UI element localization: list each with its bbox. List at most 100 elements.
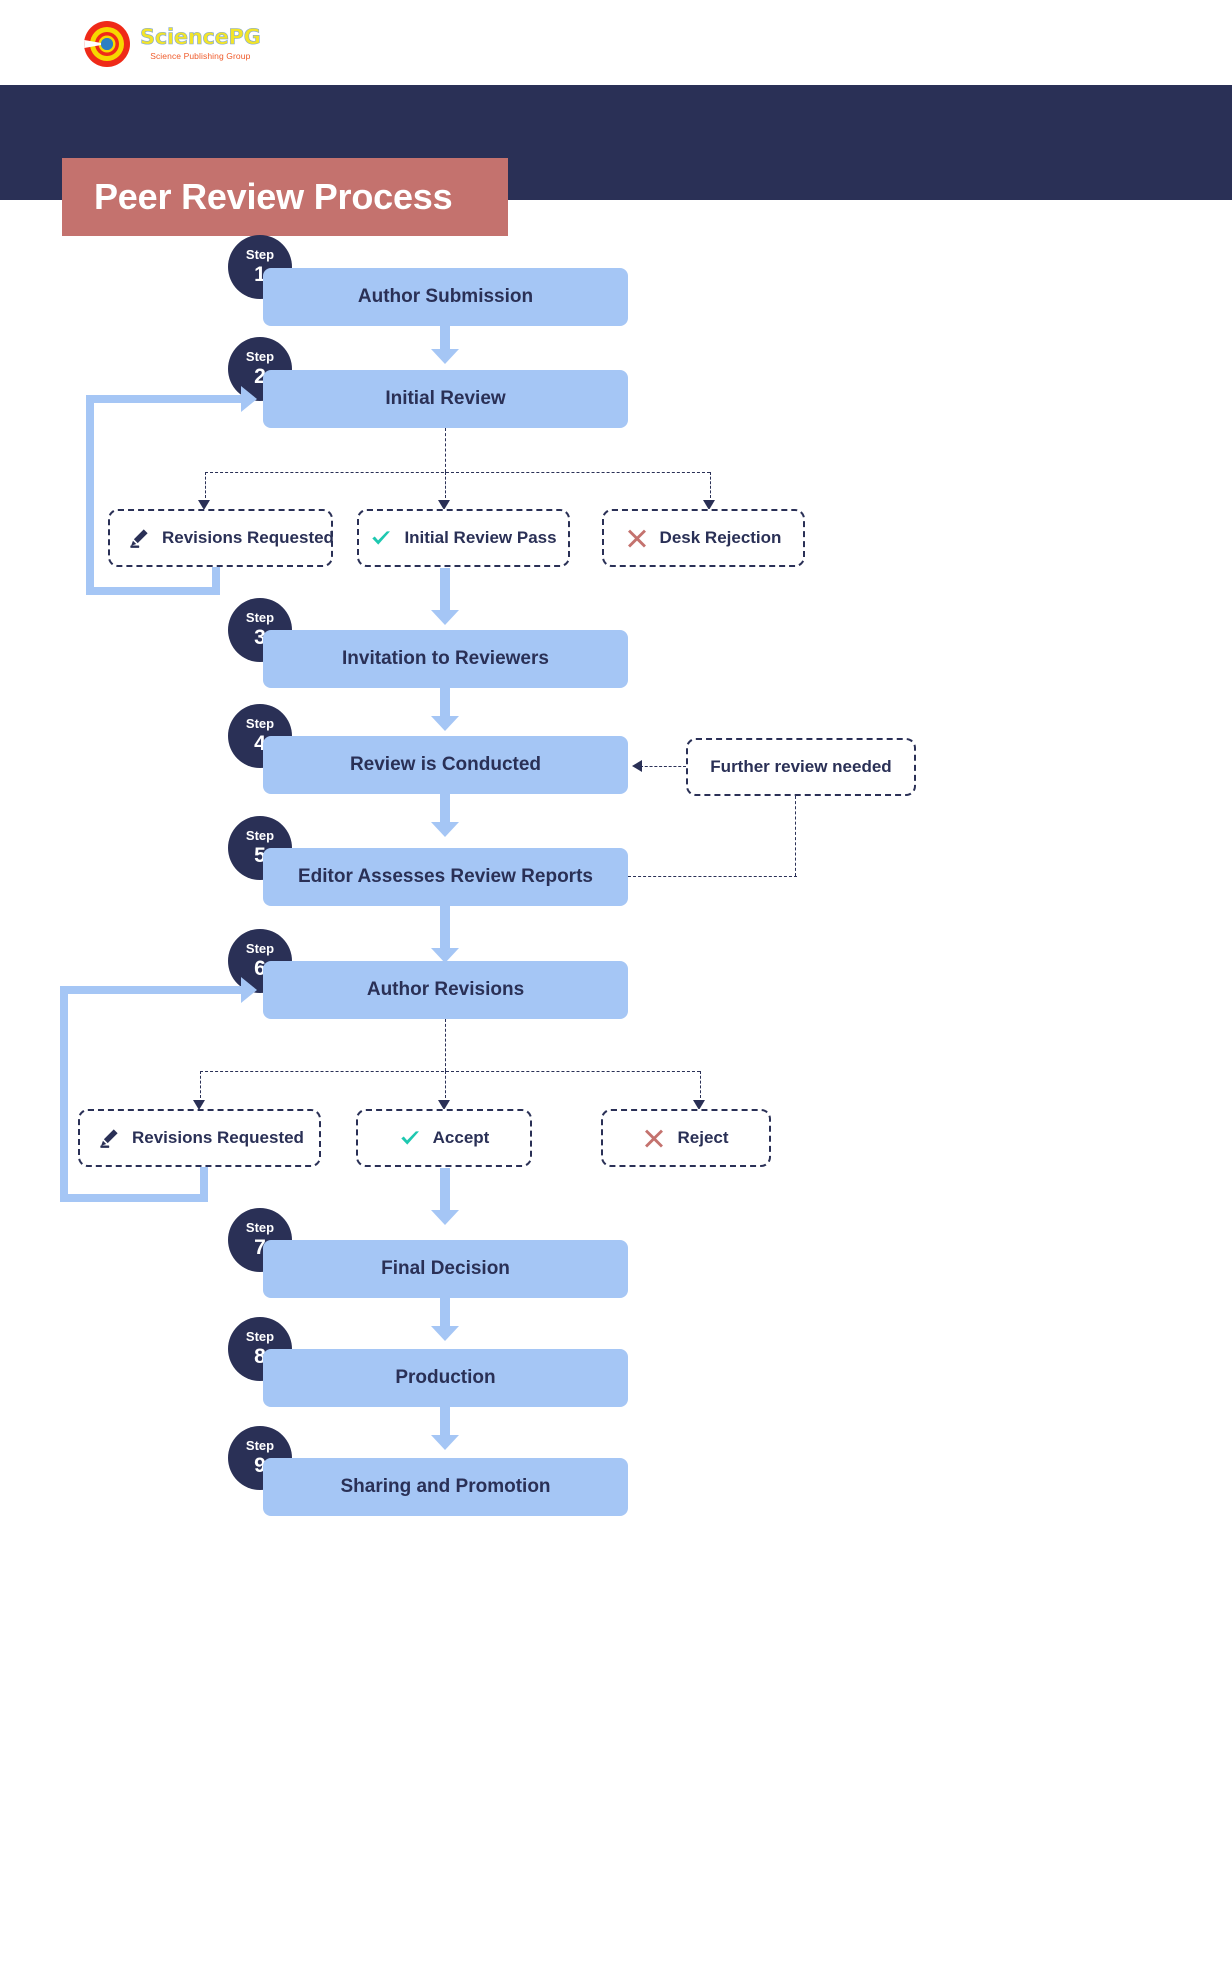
- feedback-loop-2-right: [60, 986, 241, 994]
- step-badge-number: 1: [254, 262, 266, 286]
- step-box-3[interactable]: Invitation to Reviewers: [263, 630, 628, 688]
- connector-4-5: [440, 794, 450, 822]
- step-box-9[interactable]: Sharing and Promotion: [263, 1458, 628, 1516]
- split-bar-2: [205, 472, 710, 473]
- split-bar-6: [200, 1071, 700, 1072]
- split-stem-2: [445, 428, 446, 472]
- note-feed-left: [628, 876, 797, 877]
- cross-icon: [627, 529, 646, 548]
- connector-8-9-arrowhead: [431, 1435, 459, 1450]
- outcome-revisions-requested-1[interactable]: Revisions Requested: [108, 509, 334, 567]
- step-badge-word: Step: [245, 941, 275, 957]
- note-arrowhead: [632, 760, 642, 772]
- outcome-revisions-requested-2[interactable]: Revisions Requested: [78, 1109, 321, 1167]
- step-box-7[interactable]: Final Decision: [263, 1240, 628, 1298]
- outcome-accept[interactable]: Accept: [356, 1109, 532, 1167]
- step-label-9: Sharing and Promotion: [340, 1476, 551, 1497]
- connector-6-7-arrowhead: [431, 1210, 459, 1225]
- step-badge-9: Step 9: [228, 1426, 292, 1490]
- split-drop-6a: [200, 1071, 201, 1098]
- check-icon: [372, 531, 391, 545]
- connector-1-2: [440, 326, 450, 349]
- logo-subtitle: Science Publishing Group: [150, 51, 251, 62]
- check-icon: [400, 1131, 419, 1145]
- note-label: Further review needed: [710, 757, 892, 776]
- outcome-label: Initial Review Pass: [404, 528, 557, 547]
- step-badge-number: 3: [254, 625, 266, 649]
- step-badge-word: Step: [245, 610, 275, 626]
- step-label-6: Author Revisions: [366, 979, 525, 1000]
- logo-title: SciencePG: [140, 25, 261, 50]
- step-label-1: Author Submission: [357, 286, 534, 307]
- step-label-5: Editor Assesses Review Reports: [298, 866, 593, 887]
- step-box-6[interactable]: Author Revisions: [263, 961, 628, 1019]
- step-badge-word: Step: [245, 1329, 275, 1345]
- feedback-loop-1-down: [212, 567, 220, 595]
- step-badge-number: 9: [254, 1453, 266, 1477]
- outcome-desk-rejection[interactable]: Desk Rejection: [602, 509, 805, 567]
- step-badge-word: Step: [245, 716, 275, 732]
- outcome-label: Accept: [432, 1128, 490, 1147]
- step-box-1[interactable]: Author Submission: [263, 268, 628, 326]
- split-stem-6: [445, 1019, 446, 1071]
- pencil-icon: [130, 529, 148, 548]
- connector-2-3-arrowhead: [431, 610, 459, 625]
- step-badge-number: 5: [254, 843, 266, 867]
- feedback-loop-1-arrowhead: [241, 386, 257, 412]
- step-box-2[interactable]: Initial Review: [263, 370, 628, 428]
- split-drop-2b: [445, 472, 446, 498]
- connector-2-3: [440, 568, 450, 610]
- step-badge-number: 8: [254, 1344, 266, 1368]
- connector-5-6: [440, 906, 450, 948]
- connector-3-4: [440, 688, 450, 716]
- feedback-loop-2-up: [60, 986, 68, 1202]
- outcome-label: Desk Rejection: [659, 528, 782, 547]
- split-drop-2c: [710, 472, 711, 498]
- outcome-initial-review-pass[interactable]: Initial Review Pass: [357, 509, 570, 567]
- sciencepg-logo: SciencePG Science Publishing Group: [83, 20, 261, 68]
- step-box-4[interactable]: Review is Conducted: [263, 736, 628, 794]
- connector-3-4-arrowhead: [431, 716, 459, 731]
- step-label-3: Invitation to Reviewers: [342, 648, 549, 669]
- step-badge-word: Step: [245, 247, 275, 263]
- step-badge-word: Step: [245, 828, 275, 844]
- step-badge-number: 2: [254, 364, 266, 388]
- outcome-label: Revisions Requested: [132, 1128, 304, 1147]
- outcome-reject[interactable]: Reject: [601, 1109, 771, 1167]
- pencil-icon: [100, 1129, 118, 1148]
- connector-7-8: [440, 1298, 450, 1326]
- sciencepg-target-logo-icon: [83, 20, 131, 68]
- step-label-8: Production: [395, 1367, 496, 1388]
- note-arrow-line: [640, 766, 686, 767]
- step-label-2: Initial Review: [385, 388, 506, 409]
- split-drop-2a: [205, 472, 206, 498]
- feedback-loop-1-up: [86, 395, 94, 595]
- connector-1-2-arrowhead: [431, 349, 459, 364]
- step-badge-number: 6: [254, 956, 266, 980]
- feedback-loop-1-right: [86, 395, 241, 403]
- outcome-label: Reject: [677, 1128, 729, 1147]
- split-drop-6c: [700, 1071, 701, 1098]
- step-badge-word: Step: [245, 1438, 275, 1454]
- step-badge-number: 4: [254, 731, 266, 755]
- step-label-7: Final Decision: [381, 1258, 510, 1279]
- logo-band: SciencePG Science Publishing Group: [0, 0, 1232, 85]
- feedback-loop-2-arrowhead: [241, 977, 257, 1003]
- split-drop-6b: [445, 1071, 446, 1098]
- feedback-loop-2-left: [60, 1194, 208, 1202]
- page-title: Peer Review Process: [94, 176, 453, 217]
- note-further-review-needed[interactable]: Further review needed: [686, 738, 916, 796]
- connector-8-9: [440, 1407, 450, 1435]
- step-badge-word: Step: [245, 349, 275, 365]
- step-box-8[interactable]: Production: [263, 1349, 628, 1407]
- step-box-5[interactable]: Editor Assesses Review Reports: [263, 848, 628, 906]
- connector-6-7: [440, 1168, 450, 1210]
- note-feed-down: [795, 796, 796, 876]
- feedback-loop-2-down: [200, 1167, 208, 1202]
- cross-icon: [645, 1129, 664, 1148]
- connector-4-5-arrowhead: [431, 822, 459, 837]
- page-title-box: Peer Review Process: [62, 158, 508, 236]
- outcome-label: Revisions Requested: [162, 528, 334, 547]
- connector-5-6-arrowhead: [431, 948, 459, 963]
- connector-7-8-arrowhead: [431, 1326, 459, 1341]
